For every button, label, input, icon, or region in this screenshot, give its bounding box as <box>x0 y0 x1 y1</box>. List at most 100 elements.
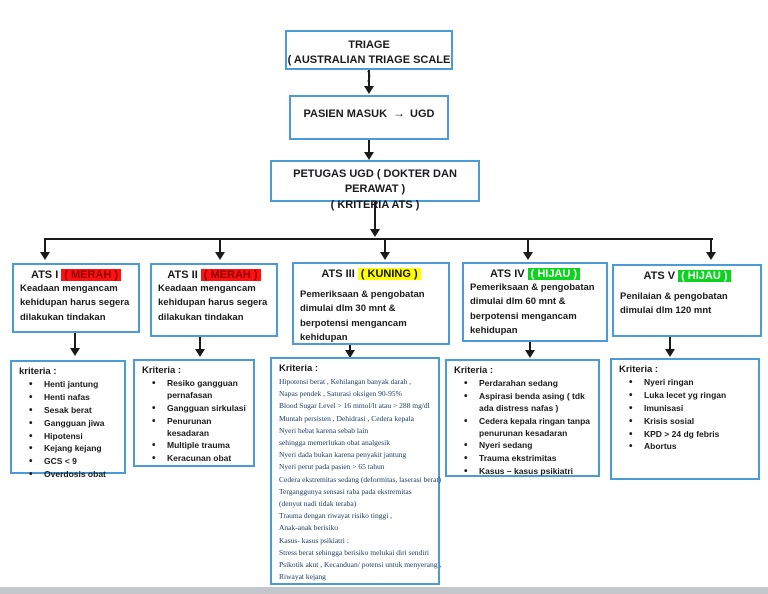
kriteria-item: Abortus <box>612 440 758 454</box>
kriteria-line: Anak-anak berisiko <box>279 523 338 533</box>
connector-ats1-kriteria <box>74 333 76 349</box>
kriteria-item: Henti nafas <box>12 391 124 405</box>
arrowhead-icon <box>523 252 533 260</box>
ats-1-label: ATS I <box>30 269 59 281</box>
ats-2-kriteria-box: Kriteria : Resiko gangguan pernafasan Ga… <box>133 359 255 467</box>
ats-5-kriteria-box: Kriteria : Nyeri ringan Luka lecet yg ri… <box>610 358 760 480</box>
kriteria-line: Hipotensi berat , Kehilangan banyak dara… <box>279 377 412 386</box>
ats-1-kriteria-box: kriteria : Henti jantung Henti nafas Ses… <box>10 360 126 482</box>
kriteria-item: Cedera kepala ringan tanpa penurunan kes… <box>447 415 598 440</box>
connector-branch-ats5 <box>710 238 712 253</box>
ats-1-color-tag: ( MERAH ) <box>61 269 122 281</box>
kriteria-line: Psikotik akut , Kecanduan/ potensi untuk… <box>279 560 442 570</box>
kriteria-item: Sesak berat <box>12 404 124 418</box>
connector-title-to-entry <box>368 70 370 87</box>
ats-2-body: Keadaan mengancam kehidupan harus segera… <box>158 283 268 323</box>
kriteria-line: Nyeri dada bukan karena penyakit jantung <box>279 450 407 460</box>
petugas-ugd-box: PETUGAS UGD ( DOKTER DAN PERAWAT ) ( KRI… <box>270 160 480 211</box>
arrowhead-icon <box>525 350 535 358</box>
ats-3-kriteria-box: Kriteria : Hipotensi berat , Kehilangan … <box>270 357 442 585</box>
kriteria-item: Nyeri ringan <box>612 376 758 390</box>
ats-5-color-tag: ( HIJAU ) <box>678 270 731 282</box>
kriteria-line: Cedera ekstremitas sedang (deformitas, l… <box>279 474 442 484</box>
kriteria-item: Multiple trauma <box>135 439 253 453</box>
kriteria-heading: Kriteria : <box>142 365 182 376</box>
kriteria-line: Riwayat kejang <box>279 572 326 582</box>
connector-branch-ats4 <box>527 238 529 253</box>
kriteria-item: Keracunan obat <box>135 452 253 466</box>
kriteria-item: Overdosis obat <box>12 468 124 482</box>
arrowhead-icon <box>70 348 80 356</box>
arrowhead-icon <box>195 349 205 357</box>
kriteria-item: Nyeri sedang <box>447 439 598 453</box>
kriteria-line: sehingga memerlukan obat analgesik <box>279 438 391 448</box>
arrowhead-icon <box>364 152 374 160</box>
kriteria-item: Perdarahan sedang <box>447 377 598 391</box>
kriteria-line: Nyeri perut pada pasien > 65 tahun <box>279 462 385 472</box>
ats-4-kriteria-box: Kriteria : Perdarahan sedang Aspirasi be… <box>445 359 600 479</box>
ats-1-body: Keadaan mengancam kehidupan harus segera… <box>20 283 130 323</box>
ats-3-label: ATS III <box>321 268 355 280</box>
kriteria-heading: kriteria : <box>19 366 57 377</box>
kriteria-item: Kasus – kasus psikiatri <box>447 465 598 479</box>
kriteria-item: Trauma ekstrimitas <box>447 452 598 466</box>
ats-3-color-tag: ( KUNING ) <box>357 268 421 280</box>
kriteria-line: Napas pendek , Saturasi oksigen 90-95% <box>279 389 402 399</box>
connector-branch-ats2 <box>219 238 221 253</box>
staff-line1: PETUGAS UGD ( DOKTER DAN PERAWAT ) <box>293 168 457 196</box>
kriteria-item: Aspirasi benda asing ( tdk ada distress … <box>447 390 598 415</box>
kriteria-line: Muntah persisten , Dehidrasi , Cedera ke… <box>279 413 414 423</box>
kriteria-line: Trauma dengan riwayat risiko tinggi , <box>279 511 393 521</box>
arrowhead-icon <box>370 229 380 237</box>
kriteria-line: Stress berat sehingga berisiko melukai d… <box>279 547 429 557</box>
kriteria-line: (denyut nadi tidak teraba) <box>279 499 357 509</box>
ats-5-body: Penilaian & pengobatan dimulai dlm 120 m… <box>620 291 728 317</box>
connector-ats4-kriteria <box>529 342 531 351</box>
arrowhead-icon <box>380 252 390 260</box>
arrowhead-icon <box>706 252 716 260</box>
right-arrow-icon: → <box>393 106 405 120</box>
kriteria-line: Nyeri hebat karena sebab lain <box>279 425 369 435</box>
ats-4-color-tag: ( HIJAU ) <box>527 268 581 280</box>
connector-entry-to-staff <box>368 140 370 153</box>
arrowhead-icon <box>364 86 374 94</box>
connector-ats3-kriteria <box>349 345 351 352</box>
kriteria-item: Henti jantung <box>12 378 124 392</box>
kriteria-item: Hipotensi <box>12 430 124 444</box>
arrowhead-icon <box>345 350 355 358</box>
connector-ats5-kriteria <box>669 337 671 350</box>
triage-title-box: TRIAGE ( AUSTRALIAN TRIAGE SCALE ) <box>285 30 453 82</box>
ats-2-color-tag: ( MERAH ) <box>200 269 261 281</box>
ats-3-body: Pemeriksaan & pengobatan dimulai dlm 30 … <box>300 289 425 343</box>
triage-title-line1: TRIAGE <box>348 39 390 51</box>
ats-2-label: ATS II <box>167 269 198 281</box>
ats-5-box: ATS V( HIJAU ) Penilaian & pengobatan di… <box>612 264 762 337</box>
kriteria-item: Kejang kejang <box>12 442 124 456</box>
kriteria-line: Blood Sugar Level > 16 mmol/lt atau > 28… <box>279 401 430 411</box>
kriteria-item: Penurunan kesadaran <box>135 415 253 440</box>
ats-5-label: ATS V <box>643 270 676 282</box>
kriteria-item: Imunisasi <box>612 402 758 416</box>
ats-1-box: ATS I( MERAH ) Keadaan mengancam kehidup… <box>12 263 140 333</box>
connector-branch-ats3 <box>384 238 386 253</box>
pasien-masuk-box: PASIEN MASUK→UGD <box>289 95 449 140</box>
kriteria-item: KPD > 24 dg febris <box>612 428 758 442</box>
ats-3-box: ATS III( KUNING ) Pemeriksaan & pengobat… <box>292 262 450 345</box>
kriteria-item: GCS < 9 <box>12 455 124 469</box>
kriteria-line: Terganggunya sensasi raba pada ekstremit… <box>279 486 412 496</box>
ats-4-label: ATS IV <box>489 268 525 280</box>
entry-label-right: UGD <box>410 108 435 120</box>
connector-staff-to-branch <box>374 202 376 230</box>
kriteria-item: Krisis sosial <box>612 415 758 429</box>
kriteria-heading: Kriteria : <box>279 363 319 374</box>
kriteria-item: Gangguan sirkulasi <box>135 402 253 416</box>
ats-4-box: ATS IV( HIJAU ) Pemeriksaan & pengobatan… <box>462 262 608 342</box>
kriteria-item: Gangguan jiwa <box>12 417 124 431</box>
page-edge <box>0 587 768 594</box>
connector-ats2-kriteria <box>199 337 201 350</box>
ats-4-body: Pemeriksaan & pengobatan dimulai dlm 60 … <box>470 282 595 336</box>
arrowhead-icon <box>40 252 50 260</box>
branch-line <box>45 238 713 240</box>
arrowhead-icon <box>665 349 675 357</box>
